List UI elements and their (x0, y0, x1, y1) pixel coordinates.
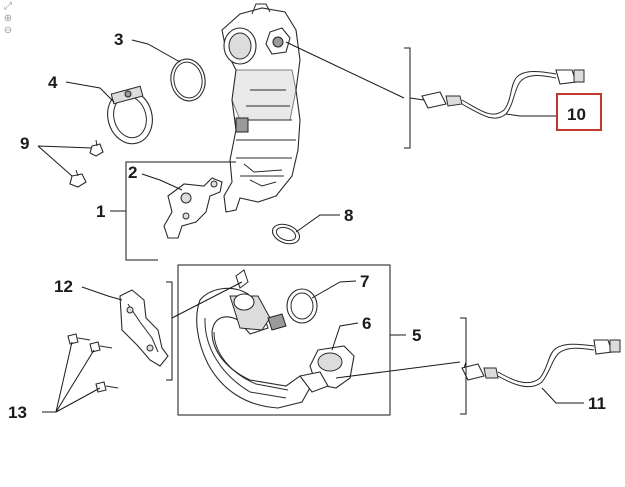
leader-8 (295, 214, 340, 233)
leader-2 (141, 173, 183, 191)
leader-4 (65, 81, 115, 103)
group-bracket-part-12 (166, 281, 173, 381)
leader-13 (42, 341, 101, 413)
callout-13[interactable]: 13 (8, 403, 27, 422)
screw-3[interactable] (95, 381, 119, 393)
bracket[interactable] (163, 177, 223, 239)
leader-6 (331, 322, 359, 351)
leader-9 (37, 145, 93, 177)
catalytic-converter[interactable] (221, 3, 301, 213)
gasket-ring[interactable] (168, 56, 209, 103)
group-bracket-sensor-11 (460, 317, 467, 415)
bolt-lower[interactable] (69, 169, 87, 188)
group-bracket-part-1 (110, 161, 236, 261)
group-bracket-sensor-10 (404, 47, 411, 149)
selected-callout-highlight (556, 93, 602, 131)
clamp[interactable] (102, 85, 158, 149)
sealing-cap[interactable] (286, 288, 318, 324)
leader-3 (131, 39, 181, 63)
exhaust-downpipe[interactable] (196, 269, 355, 409)
bolt-upper[interactable] (89, 139, 104, 157)
callout-7[interactable]: 7 (360, 272, 369, 291)
oxygen-sensor-upstream[interactable] (421, 69, 585, 119)
callout-10[interactable]: 10 (567, 105, 586, 124)
oxygen-sensor-downstream[interactable] (461, 339, 621, 388)
o-ring[interactable] (270, 221, 302, 247)
group-frame-part-5 (177, 264, 391, 416)
leader-7 (311, 280, 357, 299)
fit-screen-icon[interactable]: ⤢ (4, 1, 12, 12)
zoom-toolbar: ⤢ ⊕ ⊖ (2, 1, 16, 37)
callout-5[interactable]: 5 (412, 326, 421, 345)
heat-shield[interactable] (119, 289, 169, 367)
callout-4[interactable]: 4 (48, 73, 58, 92)
leader-11 (335, 361, 584, 404)
leader-10 (285, 41, 556, 117)
leader-12 (81, 286, 123, 301)
zoom-out-icon[interactable]: ⊖ (3, 25, 13, 36)
callout-12[interactable]: 12 (54, 277, 73, 296)
leader-12-b (171, 281, 243, 319)
screw-2[interactable] (89, 341, 113, 353)
callout-2[interactable]: 2 (128, 163, 137, 182)
callout-6[interactable]: 6 (362, 314, 371, 333)
callout-9[interactable]: 9 (20, 134, 29, 153)
screw-1[interactable] (67, 333, 91, 345)
callout-8[interactable]: 8 (344, 206, 353, 225)
callout-3[interactable]: 3 (114, 30, 123, 49)
zoom-in-icon[interactable]: ⊕ (3, 13, 13, 24)
callout-11[interactable]: 11 (588, 394, 606, 413)
callout-1[interactable]: 1 (96, 202, 105, 221)
